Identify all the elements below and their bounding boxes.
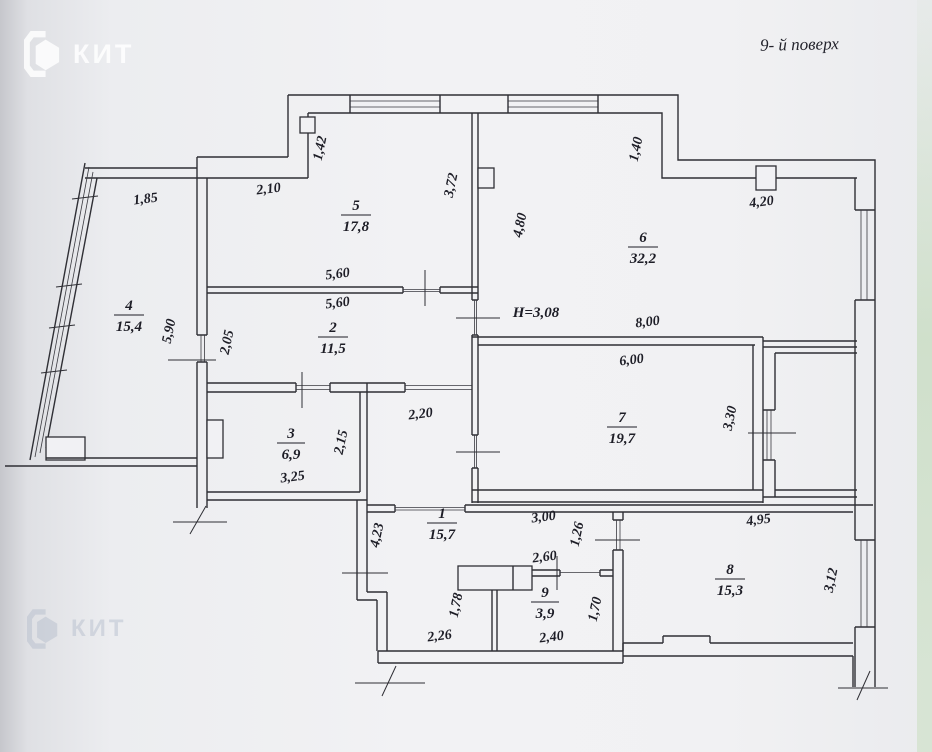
dimension-label: 4,95: [745, 512, 772, 530]
room-number: 2: [328, 320, 337, 336]
room-area: 17,8: [343, 219, 370, 235]
dimension-label: 1,42: [311, 135, 331, 162]
room-number: 4: [124, 298, 133, 314]
dimension-label: 1,70: [586, 596, 606, 623]
dimension-label: 1,85: [133, 191, 159, 209]
dimension-label: 6,00: [619, 352, 645, 370]
dimension-label: 4,23: [367, 522, 387, 550]
scan-edge-artifact: [917, 0, 932, 752]
dimension-label: 3,30: [720, 405, 740, 433]
dimension-label: 2,10: [255, 181, 282, 199]
floorplan-walls: [5, 94, 876, 687]
dimension-label: 1,78: [447, 592, 467, 619]
room-number: 3: [286, 426, 295, 442]
room-label-8: 8 15,3: [715, 562, 745, 599]
dimension-label: 8,00: [635, 314, 661, 332]
room-number: 6: [639, 230, 647, 246]
dimension-label: 5,60: [325, 266, 351, 284]
kit-logo-text: КИТ: [71, 615, 127, 642]
dimension-label: 2,60: [531, 549, 558, 567]
room-number: 5: [352, 198, 360, 214]
dimension-label: 2,40: [538, 629, 565, 647]
dimension-label: 2,26: [426, 628, 453, 646]
room-area: 15,7: [429, 527, 456, 543]
room-area: 15,3: [717, 583, 744, 599]
room-number: 7: [618, 410, 626, 426]
room-area: 11,5: [320, 341, 346, 357]
room-area: 32,2: [629, 251, 657, 267]
dimension-label: 4,20: [748, 194, 775, 212]
room-labels: 1 15,7 2 11,5 3 6,9 4 15,4 5: [114, 198, 745, 622]
dimension-label: 2,15: [331, 429, 351, 457]
dimension-label: 2,20: [407, 406, 434, 424]
kit-logo-bottom: КИТ: [27, 608, 127, 650]
kit-logo-icon: [27, 609, 58, 649]
room-number: 1: [438, 506, 446, 522]
kit-logo-icon: [24, 31, 60, 77]
dimension-label: 3,72: [441, 172, 461, 200]
room-label-2: 2 11,5: [318, 320, 348, 357]
room-label-9: 9 3,9: [531, 585, 559, 622]
window-symbols: [349, 95, 599, 113]
dimension-label: 2,05: [217, 329, 237, 357]
dimension-label: 1,26: [568, 521, 588, 548]
room-label-6: 6 32,2: [628, 230, 658, 267]
dimension-label: 3,12: [821, 567, 841, 595]
break-marks: [173, 505, 888, 701]
kit-logo-top: КИТ: [24, 30, 134, 78]
dimension-label: 5,60: [325, 295, 351, 313]
room-label-7: 7 19,7: [607, 410, 637, 447]
dimension-label: 5,90: [160, 318, 180, 345]
room-number: 8: [726, 562, 734, 578]
dimension-ticks: [168, 270, 796, 590]
room-number: 9: [541, 585, 549, 601]
dimension-label: 3,00: [530, 509, 557, 527]
dimension-label: 4,80: [510, 212, 530, 240]
dimension-labels: 1,85 2,10 1,42 3,72 4,80 1,40 4,20 5,60 …: [133, 135, 842, 647]
room-label-4: 4 15,4: [114, 298, 144, 335]
room-area: 15,4: [116, 319, 143, 335]
room-area: 3,9: [535, 606, 555, 622]
kit-logo-text: КИТ: [73, 38, 135, 69]
room-label-3: 3 6,9: [277, 426, 305, 463]
dimension-label: 1,40: [627, 136, 647, 163]
room-area: 19,7: [609, 431, 636, 447]
ceiling-height-label: H=3,08: [512, 305, 560, 321]
room-area: 6,9: [282, 447, 301, 463]
dimension-label: 3,25: [279, 469, 306, 487]
room-label-5: 5 17,8: [341, 198, 371, 235]
room-label-1: 1 15,7: [427, 506, 457, 543]
